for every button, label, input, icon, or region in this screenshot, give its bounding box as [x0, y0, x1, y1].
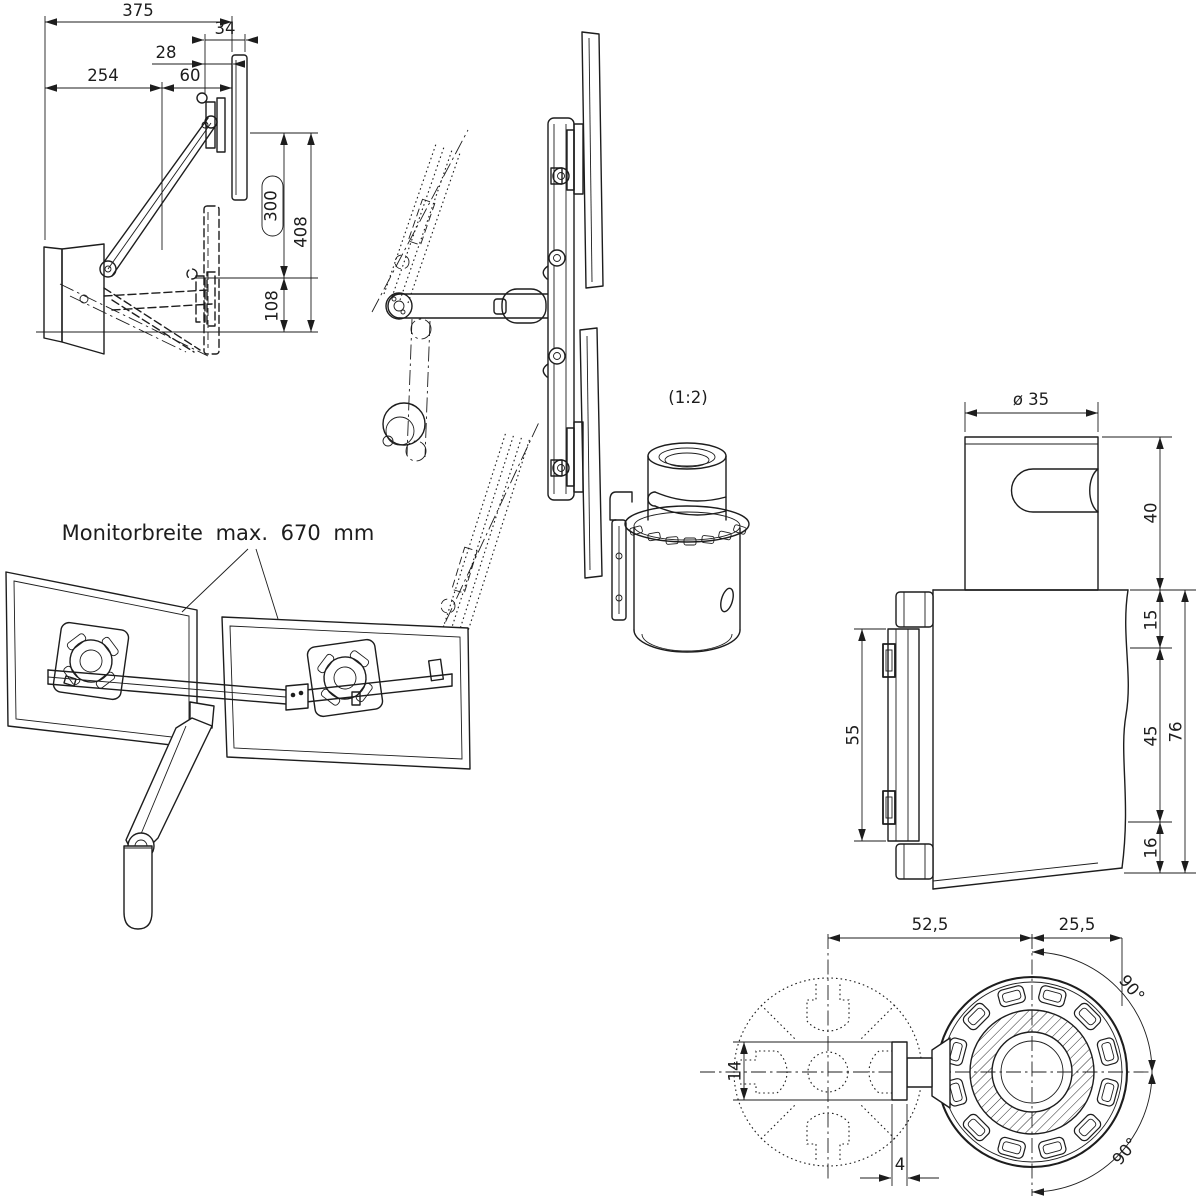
vesa-plate-right	[306, 638, 384, 718]
dim-stub-height: 40	[1142, 503, 1161, 524]
gas-spring-arm-raised	[99, 115, 218, 278]
dim-height-lower: 108	[263, 290, 282, 322]
slot-bracket	[891, 1037, 951, 1109]
bracket-body	[882, 589, 1129, 890]
detail-scale-label: (1:2)	[668, 388, 707, 407]
arm-lowered-dashed	[59, 205, 220, 357]
dim-offset-left: 52,5	[912, 915, 949, 934]
monitor-width-note: Monitorbreite max. 670 mm	[62, 521, 375, 545]
dim-arm-reach: 254	[87, 66, 119, 85]
bracket-dimensions: ø 35 40 15 45 16 76 55	[844, 390, 1196, 874]
view-top-section: 52,5 25,5 90° 90° 14 4	[700, 915, 1156, 1196]
monitor-edge-top	[550, 31, 604, 289]
dim-swivel-top: 90°	[1115, 971, 1148, 1006]
gas-spring-arm-iso	[123, 701, 215, 930]
view-detail-clamp: (1:2)	[609, 388, 750, 653]
view-bracket-side: ø 35 40 15 45 16 76 55	[844, 390, 1196, 890]
crossbar	[47, 658, 453, 722]
dim-stroke-range: 300	[262, 190, 281, 222]
dim-slot-width: 4	[895, 1155, 906, 1174]
vesa-plate-left	[52, 621, 130, 701]
view-top-swivel	[371, 31, 604, 669]
dim-total-height: 76	[1167, 722, 1186, 743]
dim-rail-length: 55	[844, 725, 863, 746]
dim-head-front: 34	[215, 19, 236, 38]
dim-seg-bottom: 16	[1142, 838, 1161, 859]
vesa-head-raised	[196, 92, 226, 153]
dim-slot-height: 14	[726, 1061, 745, 1082]
pole-stub	[964, 436, 1099, 591]
view-side-elevation: 375 34 28 254 60 300 108 408	[36, 1, 318, 357]
crossbar-pole	[542, 117, 575, 501]
view-iso-monitors: Monitorbreite max. 670 mm	[5, 521, 471, 930]
dim-diameter: ø 35	[1013, 390, 1049, 409]
support-arm-top	[385, 288, 549, 324]
dim-swivel-bottom: 90°	[1109, 1134, 1142, 1169]
wall-bracket	[43, 243, 105, 355]
phantom-lower-arm	[382, 318, 432, 462]
dim-offset-right: 25,5	[1059, 915, 1096, 934]
swivel-range-upper-dotted	[371, 129, 469, 313]
monitor-edge-bottom	[550, 327, 603, 579]
dim-seg-mid: 45	[1142, 726, 1161, 747]
dim-height-total: 408	[292, 216, 311, 248]
dim-total-depth: 375	[122, 1, 154, 20]
monitor-raised	[231, 54, 248, 201]
dim-seg-top: 15	[1142, 610, 1161, 631]
monitor-width-annotation: Monitorbreite max. 670 mm	[62, 521, 375, 620]
dim-head-rear: 28	[156, 43, 177, 62]
dim-head-offset: 60	[180, 66, 201, 85]
clamp-isometric	[609, 442, 750, 653]
side-dimensions: 375 34 28 254 60 300 108 408	[36, 1, 318, 333]
